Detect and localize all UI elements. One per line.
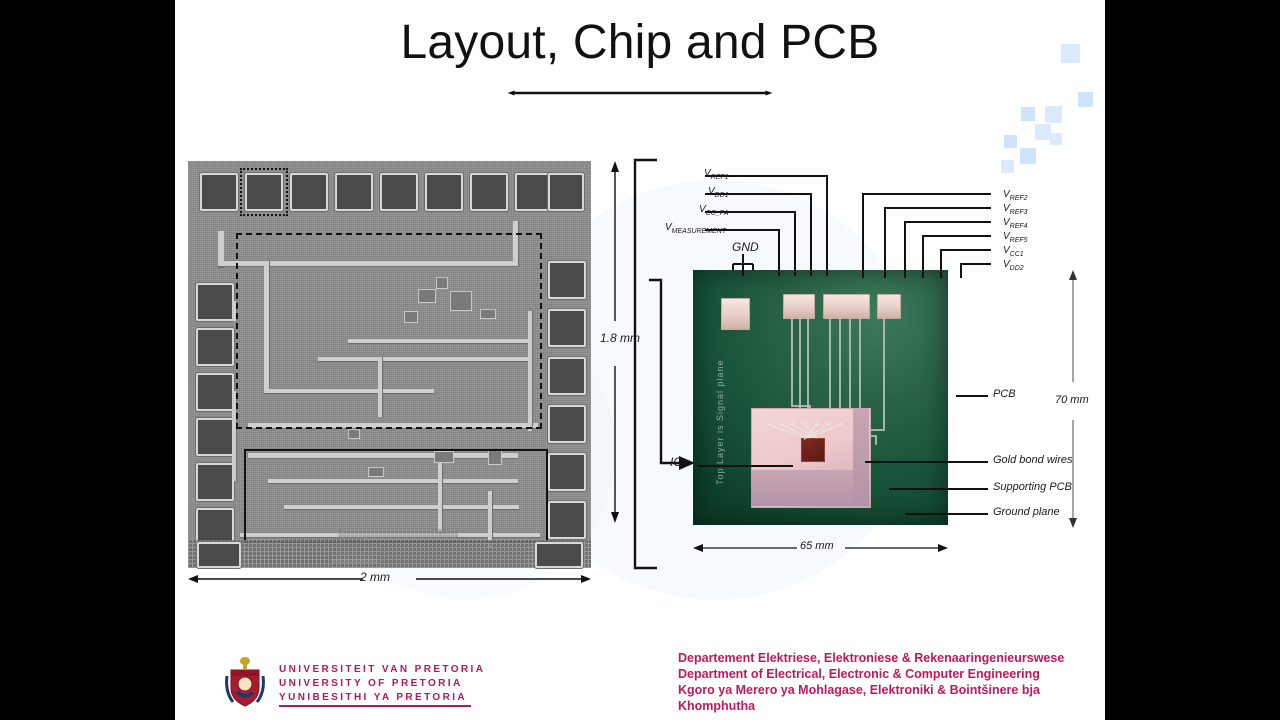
logo-underline bbox=[279, 705, 471, 707]
logo-line-zu: YUNIBESITHI YA PRETORIA bbox=[279, 692, 468, 703]
label-base: V bbox=[665, 222, 672, 233]
coat-of-arms-icon bbox=[225, 657, 265, 707]
decor-square bbox=[1045, 106, 1062, 123]
grouping-bracket bbox=[633, 158, 657, 570]
ground-plane-right bbox=[853, 408, 869, 506]
callout-line-ground-plane bbox=[905, 513, 988, 515]
footer-line: Department of Electrical, Electronic & C… bbox=[678, 667, 1040, 681]
footer-line: Departement Elektriese, Elektroniese & R… bbox=[678, 651, 1065, 665]
die-bottom-pad bbox=[197, 542, 241, 568]
callout-gold-bond-wires: Gold bond wires bbox=[993, 454, 1073, 466]
die-height-dimension bbox=[611, 161, 619, 523]
label-gnd: GND bbox=[732, 240, 759, 254]
label-base: V bbox=[704, 168, 711, 179]
callout-pcb: PCB bbox=[993, 388, 1016, 400]
die-micrograph bbox=[188, 161, 591, 568]
decor-square bbox=[1035, 124, 1051, 140]
title-underline-arrow bbox=[507, 90, 773, 96]
footer-line: Kgoro ya Merero ya Mohlagase, Elektronik… bbox=[678, 683, 1040, 697]
label-sub: REF4 bbox=[1009, 223, 1028, 230]
label-base: V bbox=[708, 186, 715, 197]
label-vdd1: VDD1 bbox=[708, 186, 729, 199]
page-title: Layout, Chip and PCB bbox=[400, 16, 880, 69]
pcb-leader-lines-left bbox=[705, 175, 828, 276]
decor-square bbox=[1050, 133, 1062, 145]
label-base: V bbox=[1003, 245, 1010, 256]
decor-square bbox=[1020, 148, 1036, 164]
die-width-dimension bbox=[188, 575, 591, 583]
callout-line-supporting-pcb bbox=[889, 488, 988, 490]
ic-die bbox=[801, 438, 825, 462]
label-sub: REF3 bbox=[1009, 209, 1028, 216]
ic-label: IC bbox=[670, 455, 682, 469]
label-sub: REF1 bbox=[710, 174, 729, 181]
gnd-connector bbox=[721, 298, 750, 330]
logo-line-af: UNIVERSITEIT VAN PRETORIA bbox=[279, 664, 486, 675]
connector-3pin bbox=[783, 294, 815, 319]
label-vdd2: VDD2 bbox=[1003, 259, 1024, 272]
label-sub: REF2 bbox=[1009, 195, 1028, 202]
decor-square bbox=[1078, 92, 1093, 107]
label-sub: CC1 bbox=[1009, 251, 1024, 258]
die-width-label: 2 mm bbox=[360, 570, 390, 584]
slide-canvas: Layout, Chip and PCB bbox=[175, 0, 1105, 720]
pcb-height-label: 70 mm bbox=[1055, 394, 1089, 406]
ic-pointer-arrow bbox=[649, 278, 695, 470]
highlight-region-solid bbox=[244, 449, 548, 543]
die-bottom-strip bbox=[188, 540, 591, 568]
die-height-label: 1.8 mm bbox=[600, 331, 641, 345]
label-base: V bbox=[1003, 259, 1010, 270]
callout-supporting-pcb: Supporting PCB bbox=[993, 481, 1072, 493]
pcb-photograph: Top Layer is Signal plane bbox=[693, 270, 948, 525]
label-vmeasurement: VMEASUREMENT bbox=[665, 222, 726, 235]
pcb-height-dimension bbox=[1069, 270, 1077, 528]
highlight-pad-dotted bbox=[240, 168, 288, 216]
pcb-width-dimension bbox=[693, 544, 948, 552]
decor-square bbox=[1004, 135, 1017, 148]
label-base: V bbox=[1003, 231, 1010, 242]
label-sub: REF5 bbox=[1009, 237, 1028, 244]
callout-line-pcb bbox=[956, 395, 988, 397]
label-vref2: VREF2 bbox=[1003, 189, 1028, 202]
connector-2pin bbox=[877, 294, 901, 319]
footer-line: Khomphutha bbox=[678, 699, 756, 713]
connector-5pin bbox=[823, 294, 870, 319]
label-vref5: VREF5 bbox=[1003, 231, 1028, 244]
label-vref3: VREF3 bbox=[1003, 203, 1028, 216]
label-sub: MEASUREMENT bbox=[671, 228, 727, 235]
decor-square bbox=[1021, 107, 1035, 121]
callout-line-bond-wires bbox=[865, 461, 988, 463]
label-base: V bbox=[699, 204, 706, 215]
pcb-width-label: 65 mm bbox=[800, 540, 834, 552]
label-sub: CC_PA bbox=[705, 210, 729, 217]
label-base: V bbox=[1003, 203, 1010, 214]
university-logo: UNIVERSITEIT VAN PRETORIA UNIVERSITY OF … bbox=[217, 652, 483, 714]
label-base: V bbox=[1003, 189, 1010, 200]
department-footer: Departement Elektriese, Elektroniese & R… bbox=[678, 650, 1098, 714]
ground-plane bbox=[751, 470, 869, 506]
callout-line-ic bbox=[697, 465, 793, 467]
label-vcc1: VCC1 bbox=[1003, 245, 1024, 258]
label-sub: DD2 bbox=[1009, 265, 1024, 272]
decor-square bbox=[1061, 44, 1080, 63]
callout-ground-plane: Ground plane bbox=[993, 506, 1060, 518]
logo-line-en: UNIVERSITY OF PRETORIA bbox=[279, 678, 463, 689]
label-vccpa: VCC_PA bbox=[699, 204, 729, 217]
die-texture bbox=[188, 161, 591, 568]
label-vref1: VREF1 bbox=[704, 168, 729, 181]
pcb-leader-lines-right bbox=[862, 193, 991, 278]
label-sub: DD1 bbox=[714, 192, 729, 199]
label-vref4: VREF4 bbox=[1003, 217, 1028, 230]
die-bottom-pad bbox=[535, 542, 583, 568]
highlight-region-dashed bbox=[236, 233, 542, 429]
decor-square bbox=[1001, 160, 1014, 173]
label-base: V bbox=[1003, 217, 1010, 228]
